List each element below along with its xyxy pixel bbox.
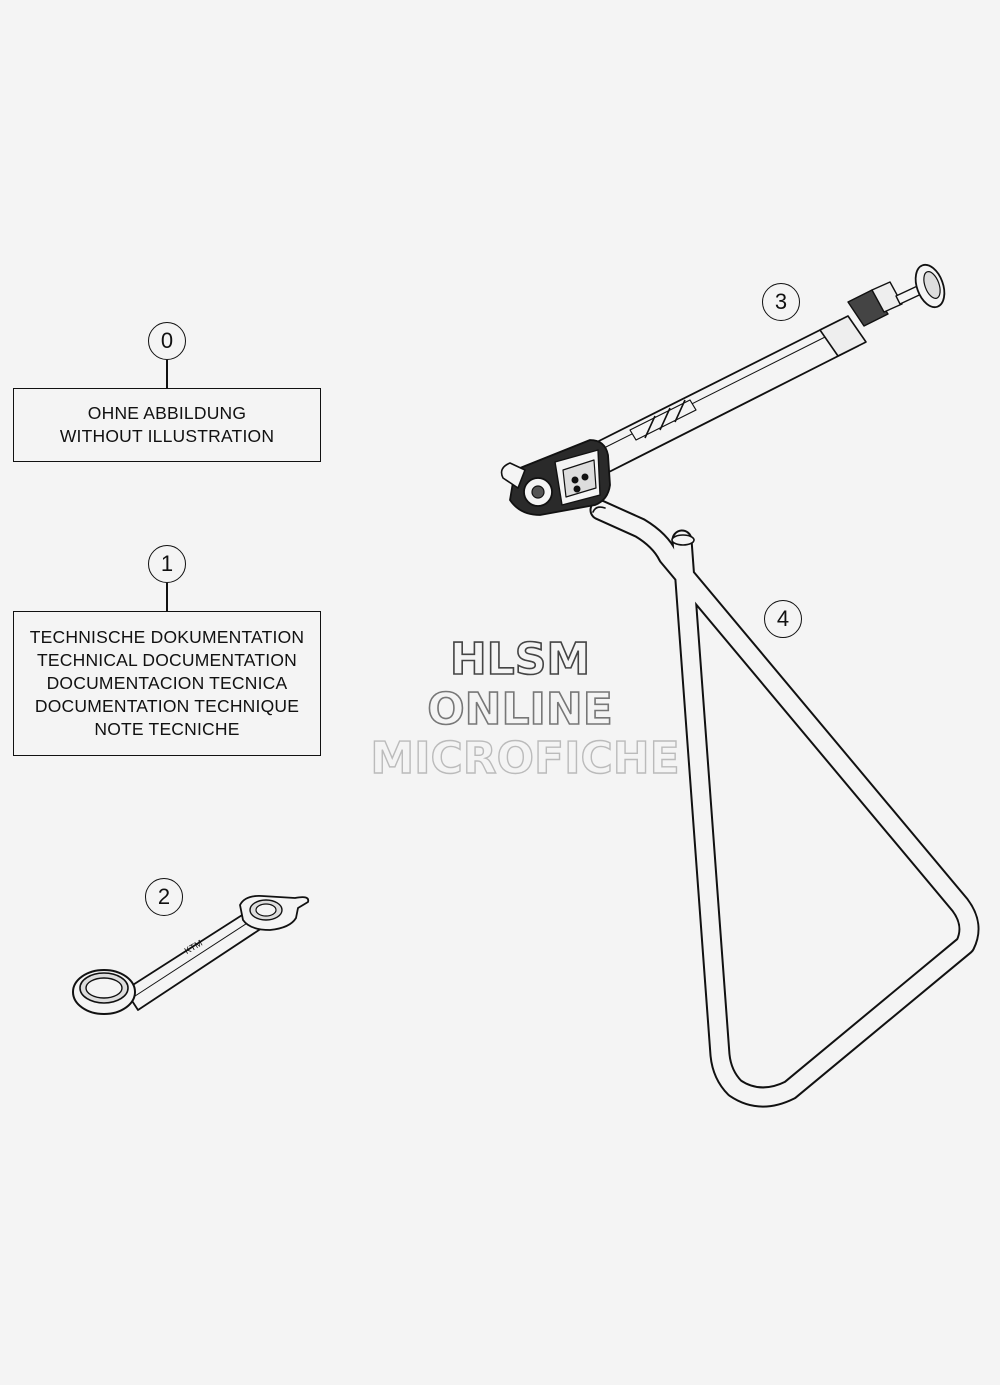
- watermark-line-3: MICROFICHE: [370, 733, 681, 784]
- callout-2: 2: [145, 878, 183, 916]
- technical-documentation-note: TECHNISCHE DOKUMENTATION TECHNICAL DOCUM…: [13, 611, 321, 756]
- watermark-line-1: HLSM: [449, 634, 591, 685]
- note-line: TECHNICAL DOCUMENTATION: [37, 650, 297, 670]
- air-pump-illustration: [500, 263, 946, 516]
- callout-number: 2: [157, 884, 171, 909]
- note-line: DOCUMENTATION TECHNIQUE: [34, 696, 300, 716]
- watermark-line-2: ONLINE: [426, 684, 613, 735]
- note-line: OHNE ABBILDUNG: [87, 403, 247, 423]
- note-line: DOCUMENTACION TECNICA: [46, 673, 288, 693]
- ring-spanner-illustration: KTM: [72, 895, 310, 1015]
- callout-4: 4: [764, 600, 802, 638]
- paddock-stand-illustration: [589, 499, 980, 1108]
- callout-1: 1: [148, 545, 186, 583]
- callout-3: 3: [762, 283, 800, 321]
- callout-number: 4: [776, 606, 790, 631]
- note-line: WITHOUT ILLUSTRATION: [59, 426, 275, 446]
- leader-line: [166, 360, 168, 389]
- note-line: NOTE TECNICHE: [94, 719, 240, 739]
- note-line: TECHNISCHE DOKUMENTATION: [29, 627, 305, 647]
- leader-line: [166, 583, 168, 612]
- callout-number: 3: [774, 289, 788, 314]
- no-illustration-note: OHNE ABBILDUNG WITHOUT ILLUSTRATION: [13, 388, 321, 462]
- callout-0: 0: [148, 322, 186, 360]
- callout-number: 0: [160, 328, 174, 353]
- callout-number: 1: [160, 551, 174, 576]
